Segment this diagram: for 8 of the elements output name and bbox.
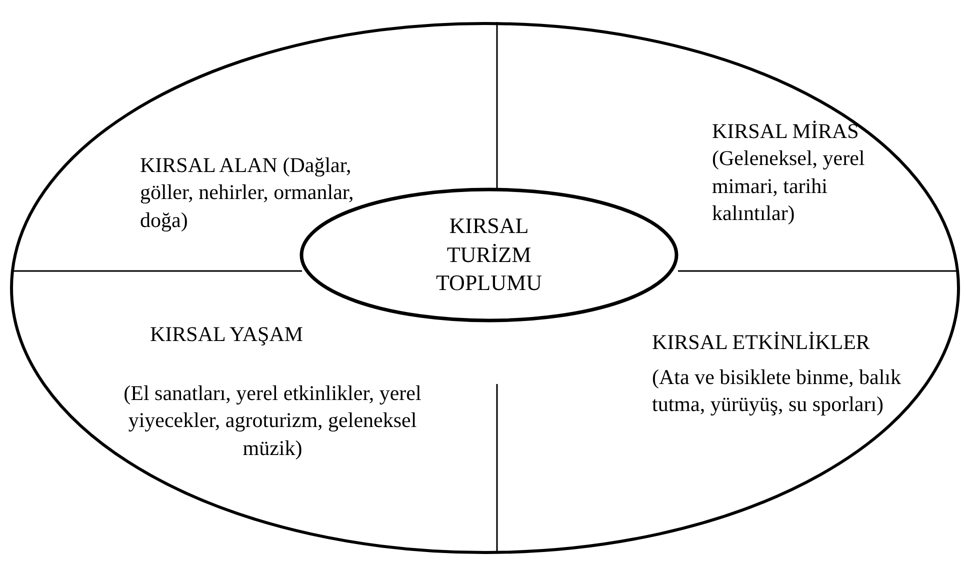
quadrant-text: (Ata ve bisiklete binme, balık tutma, yürüyüş, su sporları) xyxy=(652,364,902,418)
quadrant-heading: KIRSAL YAŞAM xyxy=(150,321,304,348)
quadrant-heading: KIRSAL ETKİNLİKLER xyxy=(652,329,871,356)
outer-ellipse xyxy=(10,22,960,554)
center-title: KIRSAL TURİZM TOPLUMU xyxy=(435,212,543,298)
quadrant-text: (El sanatları, yerel etkinlikler, yerel yiyecekler, agroturizm, geleneksel müzik) xyxy=(122,380,422,462)
quadrant-text: KIRSAL MİRAS (Geleneksel, yerel mimari, tarihi kalıntılar) xyxy=(712,118,866,227)
quadrant-text: KIRSAL ALAN (Dağlar, göller, nehirler, ormanlar, doğa) xyxy=(140,152,355,234)
